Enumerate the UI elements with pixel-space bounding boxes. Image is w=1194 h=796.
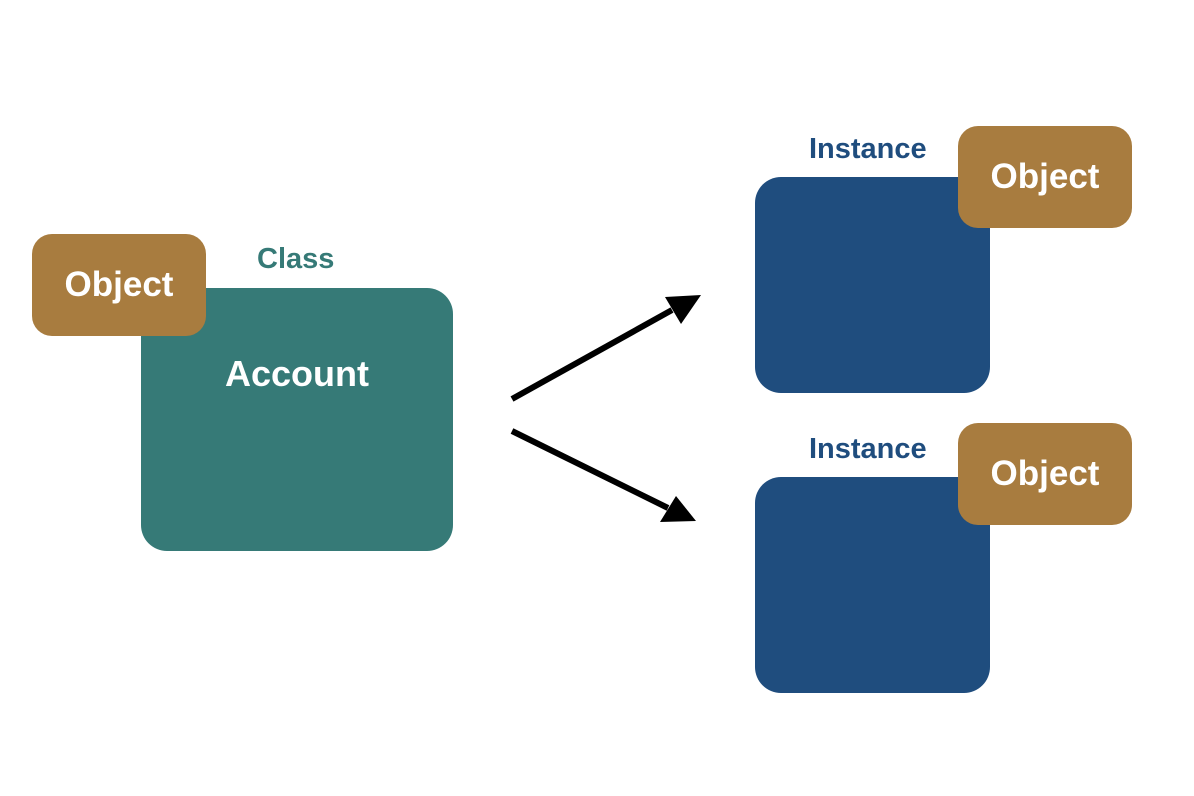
instance-2-box <box>755 477 990 693</box>
arrowhead-to-instance-1 <box>665 295 701 324</box>
instance-2-caption: Instance <box>809 433 927 465</box>
instance-1-box <box>755 177 990 393</box>
arrow-to-instance-1 <box>510 307 674 402</box>
instance-1-object-tag: Object <box>958 126 1132 228</box>
instance-2-object-tag: Object <box>958 423 1132 525</box>
class-name-label: Account <box>225 353 369 394</box>
instance-1-caption: Instance <box>809 133 927 165</box>
arrow-to-instance-2 <box>510 428 670 511</box>
class-object-tag: Object <box>32 234 206 336</box>
arrowhead-to-instance-2 <box>660 496 696 522</box>
class-caption: Class <box>257 243 335 275</box>
